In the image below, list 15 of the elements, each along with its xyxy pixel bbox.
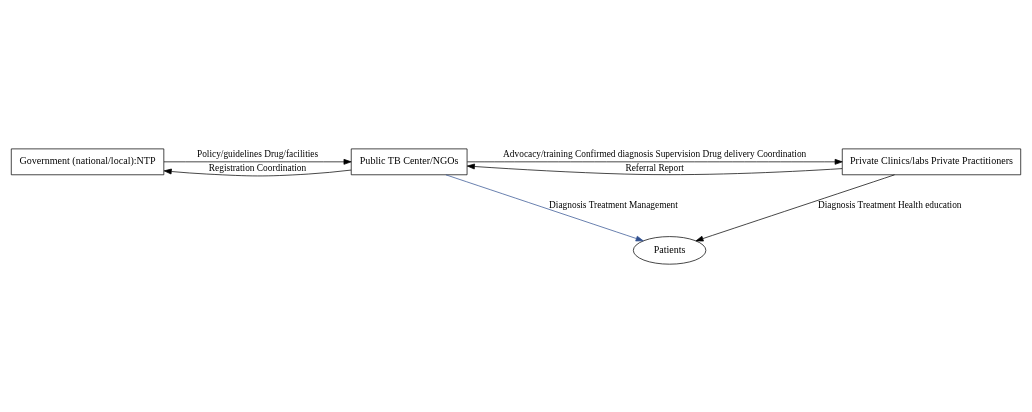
arrow bbox=[163, 158, 352, 165]
node-box: Private Clinics/labs Private Practitioners bbox=[841, 148, 1022, 175]
arrow bbox=[466, 163, 843, 175]
node-box: Public TB Center/NGOs bbox=[350, 148, 468, 175]
arrow bbox=[163, 168, 352, 176]
arrow bbox=[445, 174, 644, 241]
arrow bbox=[466, 158, 843, 165]
edge-label: Diagnosis Treatment Health education bbox=[818, 199, 962, 210]
arrow bbox=[695, 174, 895, 241]
edge-label: Advocacy/training Confirmed diagnosis Supervision Drug delivery Coordination bbox=[503, 148, 807, 159]
edge-label: Referral Report bbox=[625, 162, 684, 173]
edge-label: Registration Coordination bbox=[208, 162, 307, 173]
node-box: Government (national/local):NTP bbox=[10, 148, 165, 175]
edge-label: Diagnosis Treatment Management bbox=[549, 199, 678, 210]
edge-label: Policy/guidelines Drug/facilities bbox=[196, 148, 319, 159]
